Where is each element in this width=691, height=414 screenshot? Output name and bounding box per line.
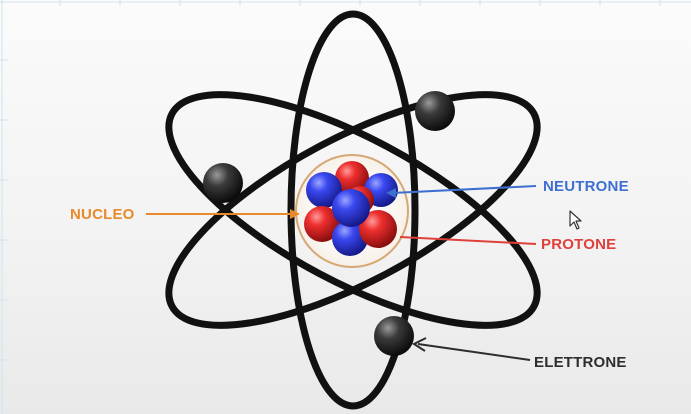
label-elettrone: ELETTRONE [534,354,627,371]
electrons [203,91,455,356]
label-protone: PROTONE [541,236,616,253]
arrowhead-elettrone [411,337,427,352]
neutron-ball [332,189,370,227]
electron-ball [203,163,243,203]
pointer-protone [399,236,537,245]
arrowhead-nucleo [290,209,300,219]
proton-ball [359,210,397,248]
nucleus [304,161,398,256]
orbits [165,10,541,410]
electron-ball [374,316,414,356]
orbit-diagonal-a [165,91,541,329]
electron-ball [415,91,455,131]
proton-ball [304,206,340,242]
orbit-diagonal-b [165,91,541,329]
neutron-ball [306,172,342,208]
label-nucleo: NUCLEO [70,206,135,223]
pointer-elettrone [417,343,531,361]
pointer-lines [146,185,537,361]
pointer-neutrone [391,185,537,194]
label-neutrone: NEUTRONE [543,178,629,195]
mouse-pointer-icon [569,210,582,230]
arrowhead-neutrone [386,188,396,198]
